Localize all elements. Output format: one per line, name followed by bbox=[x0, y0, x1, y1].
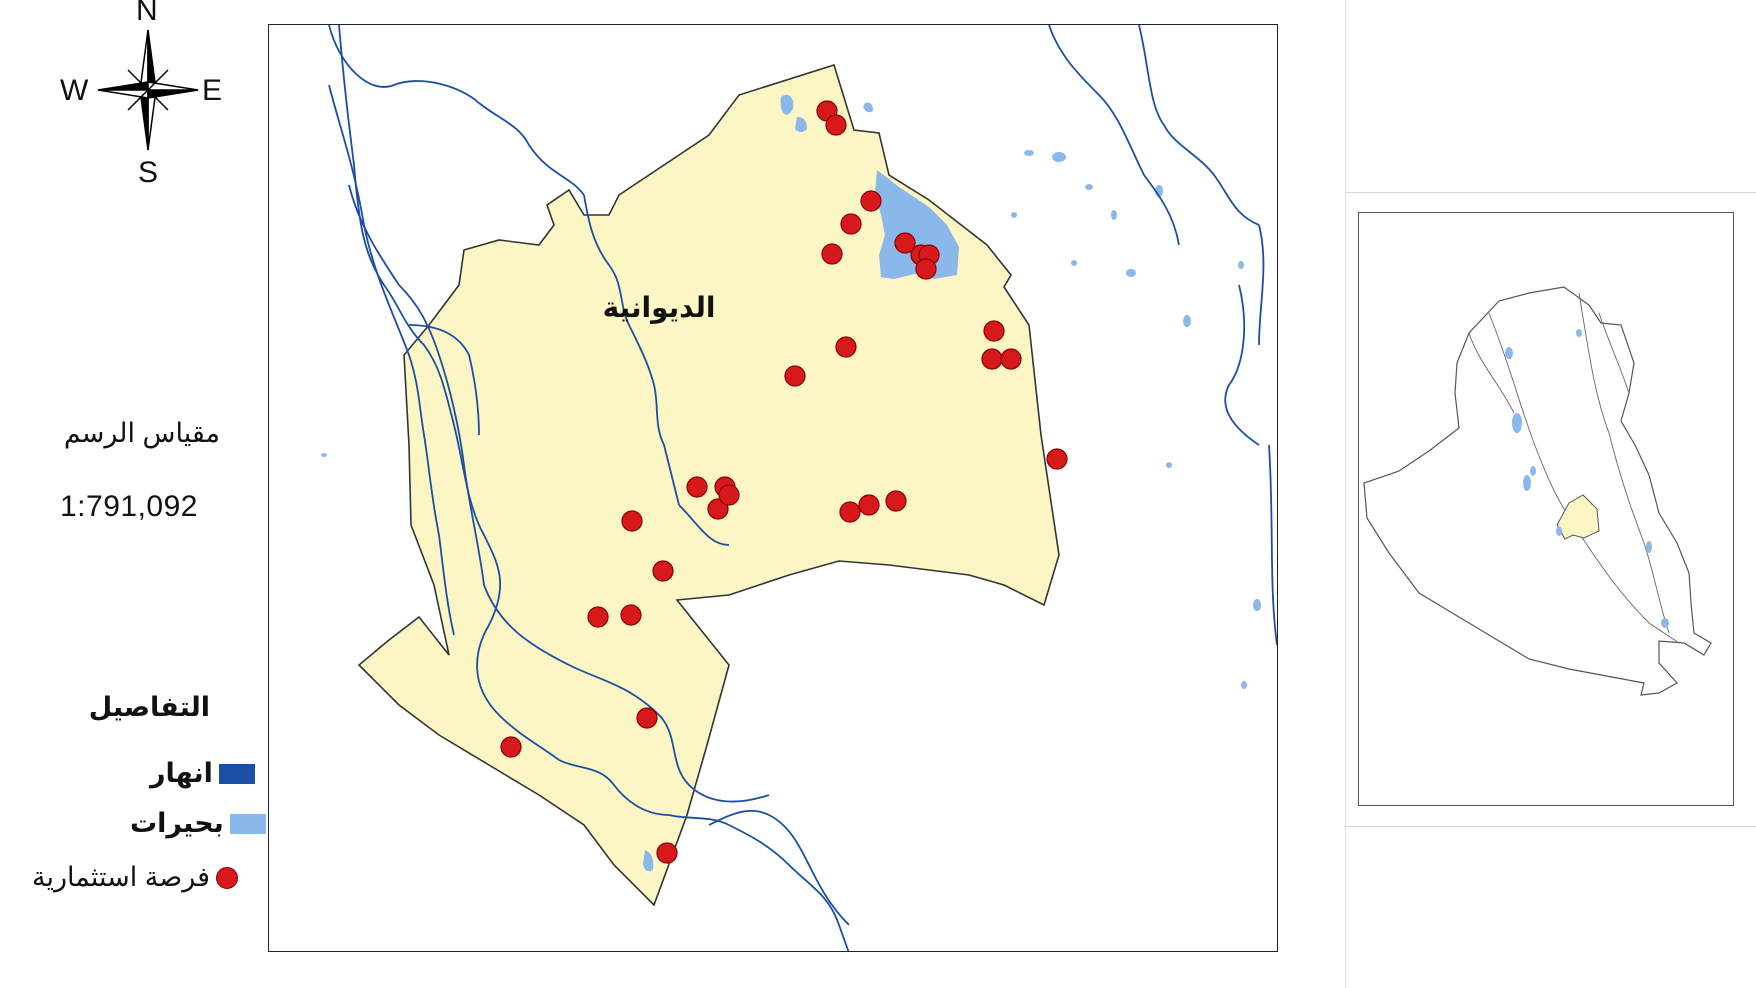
investment-point[interactable] bbox=[894, 232, 916, 254]
compass-star-icon bbox=[97, 29, 199, 151]
investment-point[interactable] bbox=[620, 604, 642, 626]
investment-point[interactable] bbox=[656, 842, 678, 864]
lake-small-4 bbox=[863, 102, 873, 113]
investment-point[interactable] bbox=[707, 498, 729, 520]
main-map[interactable]: الديوانية bbox=[268, 24, 1278, 952]
inset-map-canvas bbox=[1363, 286, 1712, 696]
investment-point[interactable] bbox=[915, 258, 937, 280]
legend-swatch-rivers bbox=[218, 763, 255, 784]
investment-point[interactable] bbox=[840, 213, 862, 235]
legend-label-investment: فرصة استثمارية bbox=[32, 862, 210, 892]
legend-swatch-investment bbox=[216, 866, 238, 889]
inset-diwaniyah-highlight bbox=[1556, 494, 1600, 540]
compass-rose: N S W E bbox=[60, 0, 230, 190]
lake-small-1 bbox=[780, 94, 794, 115]
investment-point[interactable] bbox=[686, 476, 708, 498]
compass-north-label: N bbox=[136, 0, 158, 27]
investment-point[interactable] bbox=[1000, 348, 1022, 370]
inset-map[interactable] bbox=[1358, 212, 1734, 806]
investment-point[interactable] bbox=[839, 501, 861, 523]
investment-point[interactable] bbox=[587, 606, 609, 628]
main-map-canvas: الديوانية bbox=[321, 25, 1277, 951]
investment-point[interactable] bbox=[621, 510, 643, 532]
investment-point[interactable] bbox=[983, 320, 1005, 342]
scale-value: 1:791,092 bbox=[60, 490, 198, 523]
region-label: الديوانية bbox=[603, 292, 716, 324]
lake-small-3 bbox=[643, 850, 654, 872]
investment-point[interactable] bbox=[821, 243, 843, 265]
legend-item-rivers: انهار bbox=[150, 758, 255, 789]
legend-item-lakes: بحيرات bbox=[130, 808, 266, 839]
panel-separator-bottom bbox=[1345, 826, 1756, 827]
legend-item-investment: فرصة استثمارية bbox=[32, 862, 238, 893]
investment-points bbox=[500, 100, 1068, 864]
legend-label-lakes: بحيرات bbox=[130, 808, 224, 838]
investment-point[interactable] bbox=[858, 494, 880, 516]
investment-point[interactable] bbox=[1046, 448, 1068, 470]
iraq-outline bbox=[1363, 286, 1712, 696]
investment-point[interactable] bbox=[860, 190, 882, 212]
compass-west-label: W bbox=[60, 74, 89, 107]
investment-point[interactable] bbox=[825, 114, 847, 136]
legend-title: التفاصيل bbox=[88, 692, 210, 722]
panel-divider bbox=[1345, 0, 1346, 988]
diwaniyah-region bbox=[357, 63, 1060, 907]
inset-rivers bbox=[1468, 292, 1680, 644]
investment-point[interactable] bbox=[500, 736, 522, 758]
compass-south-label: S bbox=[138, 156, 159, 189]
legend-label-rivers: انهار bbox=[150, 758, 213, 788]
panel-separator-top bbox=[1345, 192, 1756, 193]
lake-speckles bbox=[321, 150, 1261, 689]
investment-point[interactable] bbox=[636, 707, 658, 729]
scale-title: مقياس الرسم bbox=[63, 418, 220, 448]
investment-point[interactable] bbox=[652, 560, 674, 582]
investment-point[interactable] bbox=[835, 336, 857, 358]
investment-point[interactable] bbox=[981, 348, 1003, 370]
investment-point[interactable] bbox=[885, 490, 907, 512]
inset-lakes bbox=[1505, 329, 1669, 628]
legend-swatch-lakes bbox=[229, 813, 266, 834]
investment-point[interactable] bbox=[718, 484, 740, 506]
lake-small-2 bbox=[795, 117, 807, 132]
compass-east-label: E bbox=[202, 74, 223, 107]
investment-point[interactable] bbox=[784, 365, 806, 387]
